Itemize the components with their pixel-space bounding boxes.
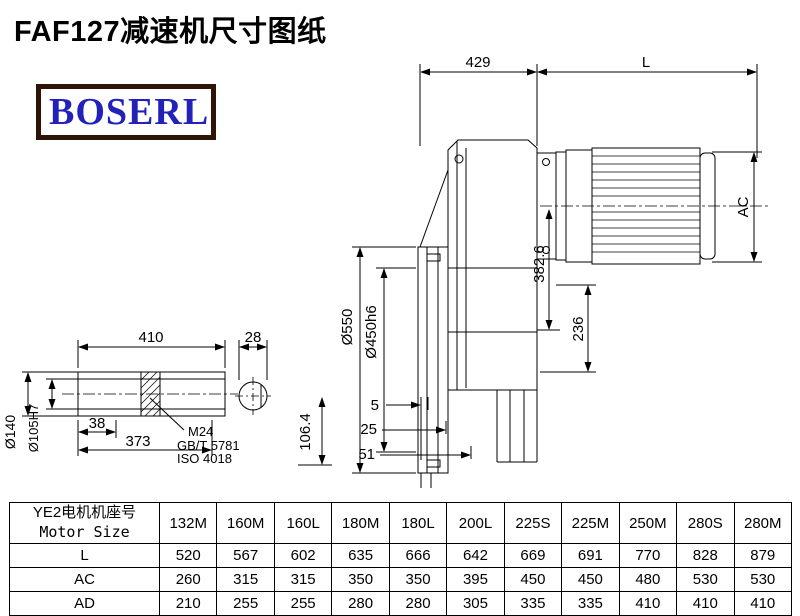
table-cell: 567 (216, 543, 275, 568)
table-cell: 255 (216, 591, 275, 616)
table-cell: 260 (158, 567, 218, 592)
column-header: 160L (273, 502, 333, 544)
dim-106-label: 106.4 (297, 413, 314, 451)
table-cell: 669 (503, 543, 563, 568)
table-cell: 828 (676, 543, 735, 568)
column-header: 132M (158, 502, 218, 544)
dim-dia550-label: Ø550 (339, 309, 356, 346)
table-cell: 410 (676, 591, 735, 616)
table-cell: 210 (158, 591, 218, 616)
dim-5-label: 5 (371, 397, 379, 414)
dim-AC-label: AC (735, 196, 752, 217)
dim-25-label: 25 (360, 421, 377, 438)
column-header: 250M (618, 502, 678, 544)
table-cell: 350 (388, 567, 448, 592)
table-cell: 602 (273, 543, 333, 568)
page-title: FAF127减速机尺寸图纸 (14, 16, 327, 48)
table-cell: 280 (331, 591, 390, 616)
motor-outline (536, 147, 768, 265)
table-cell: 335 (561, 591, 620, 616)
table-cell: 642 (446, 543, 505, 568)
shaft-detail-outline (22, 340, 332, 466)
std-gb-label: GB/T 5781 (177, 438, 240, 453)
table-cell: 280 (388, 591, 448, 616)
column-header: 280M (733, 502, 793, 544)
output-flange-outline (417, 246, 449, 488)
dim-410-label: 410 (138, 329, 163, 346)
table-cell: 691 (561, 543, 620, 568)
row-label: AC (9, 567, 160, 592)
boserl-logo: BOSERL (36, 84, 216, 140)
column-header: 225M (561, 502, 620, 544)
thread-m24-label: M24 (188, 424, 213, 439)
table-cell: 335 (503, 591, 563, 616)
dim-373-label: 373 (125, 433, 150, 450)
dim-382-label: 382.6 (531, 245, 548, 283)
dim-236-label: 236 (570, 316, 587, 341)
table-cell: 450 (503, 567, 563, 592)
drawing-linework (22, 64, 768, 488)
column-header: 200L (446, 502, 505, 544)
column-header: 180L (388, 502, 448, 544)
dim-429-label: 429 (465, 54, 490, 71)
column-header: 180M (331, 502, 390, 544)
table-cell: 395 (446, 567, 505, 592)
dim-dia450-label: Ø450h6 (363, 305, 380, 358)
table-cell: 879 (733, 543, 793, 568)
column-header: 225S (503, 502, 563, 544)
technical-drawing: 429 L AC Ø550 Ø450h6 382.6 236 5 25 51 4… (2, 54, 768, 488)
row-label: AD (9, 591, 160, 616)
column-header: 160M (216, 502, 275, 544)
dim-dia140-label: Ø140 (2, 415, 18, 449)
table-cell: 410 (618, 591, 678, 616)
table-cell: 315 (216, 567, 275, 592)
table-cell: 480 (618, 567, 678, 592)
column-header: 280S (676, 502, 735, 544)
std-iso-label: ISO 4018 (177, 451, 232, 466)
dim-L-label: L (642, 54, 650, 71)
table-cell: 350 (331, 567, 390, 592)
table-cell: 530 (676, 567, 735, 592)
table-cell: 255 (273, 591, 333, 616)
row-label: L (9, 543, 160, 568)
boserl-logo-text: BOSERL (49, 91, 210, 133)
dim-dia105-label: Ø105H7 (26, 404, 41, 452)
dim-28-label: 28 (245, 329, 262, 346)
table-cell: 450 (561, 567, 620, 592)
table-cell: 520 (158, 543, 218, 568)
table-cell: 770 (618, 543, 678, 568)
table-cell: 315 (273, 567, 333, 592)
dim-38-label: 38 (89, 415, 106, 432)
table-cell: 666 (388, 543, 448, 568)
table-cell: 530 (733, 567, 793, 592)
dim-51-label: 51 (358, 446, 375, 463)
table-cell: 635 (331, 543, 390, 568)
table-cell: 305 (446, 591, 505, 616)
table-cell: 410 (733, 591, 793, 616)
dimension-labels: 429 L AC Ø550 Ø450h6 382.6 236 5 25 51 4… (2, 54, 752, 466)
